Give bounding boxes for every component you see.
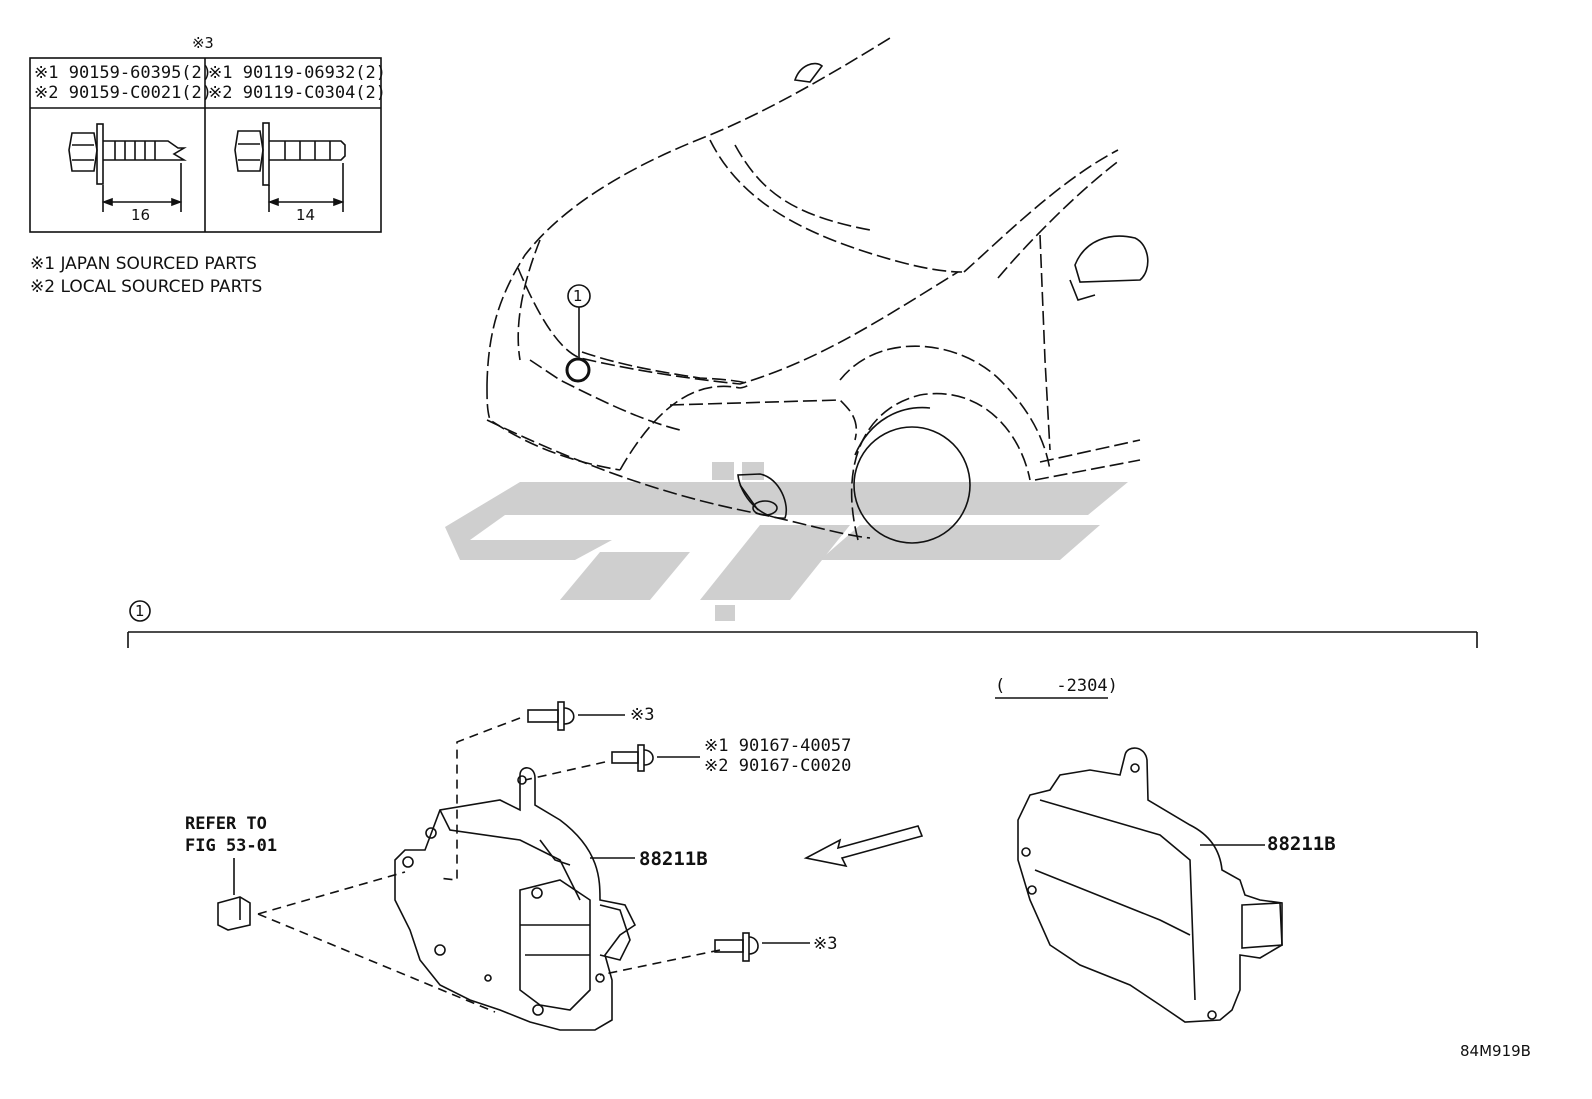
screw-top-icon	[527, 701, 625, 731]
watermark-logo	[445, 462, 1128, 621]
refer-label-line2: FIG 53-01	[185, 836, 278, 856]
note-local-sourced: ※2 LOCAL SOURCED PARTS	[30, 277, 263, 297]
screw-bottom-icon	[714, 932, 810, 962]
hex-bolt-icon	[234, 122, 346, 212]
screw-bottom-label: ※3	[813, 934, 838, 954]
part-number-right: 88211B	[1267, 833, 1336, 855]
flange-bolt-icon	[68, 123, 187, 212]
car-details	[737, 62, 1149, 544]
callout-car-ref: 1	[573, 287, 583, 305]
refer-label-line1: REFER TO	[185, 814, 267, 834]
date-range-label: ( -2304)	[995, 676, 1118, 696]
screw-mid-label-line2: ※2 90167-C0020	[704, 756, 852, 776]
dimension-label-1: 16	[131, 206, 151, 224]
dimension-label-2: 14	[296, 206, 316, 224]
sensor-location	[565, 284, 591, 383]
clip-nut-icon	[217, 858, 251, 931]
direction-arrow	[803, 825, 924, 868]
note-japan-sourced: ※1 JAPAN SOURCED PARTS	[30, 254, 257, 274]
fastener-table-frame	[29, 57, 382, 233]
car-outline	[486, 37, 1141, 541]
section-bracket	[127, 600, 1478, 648]
screw-top-label: ※3	[630, 705, 655, 725]
table-cell-2-line1: ※1 90119-06932(2)	[208, 63, 387, 83]
table-cell-1-line1: ※1 90159-60395(2)	[34, 63, 213, 83]
part-number-left: 88211B	[639, 848, 708, 870]
table-cell-2-line2: ※2 90119-C0304(2)	[208, 83, 387, 103]
radar-sensor-left	[394, 767, 637, 1031]
table-cell-1-line2: ※2 90159-C0021(2)	[34, 83, 213, 103]
table-header-ref: ※3	[192, 34, 214, 52]
screw-mid-icon	[611, 744, 700, 772]
radar-sensor-right	[1017, 747, 1283, 1023]
assembly-leaders	[257, 717, 721, 1013]
screw-mid-label-line1: ※1 90167-40057	[704, 736, 852, 756]
callout-section-ref: 1	[135, 602, 145, 620]
figure-code: 84M919B	[1460, 1042, 1531, 1060]
